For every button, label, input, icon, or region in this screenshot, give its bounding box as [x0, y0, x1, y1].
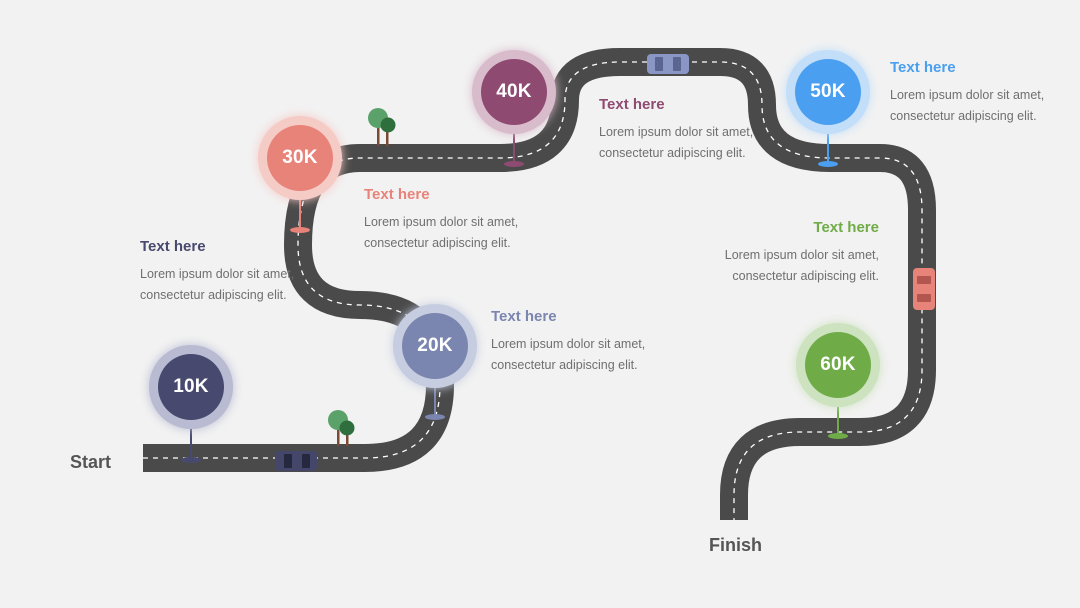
textblock-30k: Text here Lorem ipsum dolor sit amet, co… [364, 186, 544, 254]
milestone-60k-value: 60K [805, 332, 871, 398]
textblock-heading: Text here [890, 59, 956, 76]
textblock-body: Lorem ipsum dolor sit amet, consectetur … [140, 267, 295, 302]
milestone-40k-value: 40K [481, 59, 547, 125]
textblock-60k: Text here Lorem ipsum dolor sit amet, co… [699, 219, 879, 287]
milestone-pin [181, 425, 201, 463]
milestone-pin [290, 196, 310, 233]
textblock-body: Lorem ipsum dolor sit amet, consectetur … [364, 215, 519, 250]
textblock-40k: Text here Lorem ipsum dolor sit amet, co… [599, 96, 779, 164]
textblock-50k: Text here Lorem ipsum dolor sit amet, co… [890, 59, 1070, 127]
milestone-50k-value: 50K [795, 59, 861, 125]
milestone-50k: 50K [786, 50, 870, 134]
milestone-20k-value: 20K [402, 313, 468, 379]
textblock-body: Lorem ipsum dolor sit amet, consectetur … [599, 125, 754, 160]
car-icon [913, 268, 935, 310]
milestone-40k: 40K [472, 50, 556, 134]
car-icon [647, 54, 689, 74]
milestone-30k: 30K [258, 116, 342, 200]
textblock-10k: Text here Lorem ipsum dolor sit amet, co… [140, 238, 320, 306]
finish-label: Finish [709, 535, 762, 555]
milestone-10k: 10K [149, 345, 233, 429]
road-center-dashes [143, 61, 923, 520]
textblock-heading: Text here [813, 219, 879, 236]
tree-icon [368, 108, 396, 146]
textblock-body: Lorem ipsum dolor sit amet, consectetur … [890, 88, 1045, 123]
textblock-body: Lorem ipsum dolor sit amet, consectetur … [491, 337, 646, 372]
textblock-heading: Text here [599, 96, 665, 113]
milestone-pin [818, 130, 838, 167]
textblock-heading: Text here [364, 186, 430, 203]
textblock-heading: Text here [140, 238, 206, 255]
textblock-heading: Text here [491, 308, 557, 325]
car-icon [275, 451, 317, 471]
milestone-10k-value: 10K [158, 354, 224, 420]
textblock-20k: Text here Lorem ipsum dolor sit amet, co… [491, 308, 671, 376]
textblock-body: Lorem ipsum dolor sit amet, consectetur … [724, 248, 879, 283]
start-label: Start [70, 452, 112, 472]
milestone-30k-value: 30K [267, 125, 333, 191]
milestone-pin [425, 384, 445, 420]
milestone-60k: 60K [796, 323, 880, 407]
milestone-20k: 20K [393, 304, 477, 388]
tree-icon [328, 410, 355, 446]
milestone-pin [828, 403, 848, 439]
milestone-pin [504, 130, 524, 167]
